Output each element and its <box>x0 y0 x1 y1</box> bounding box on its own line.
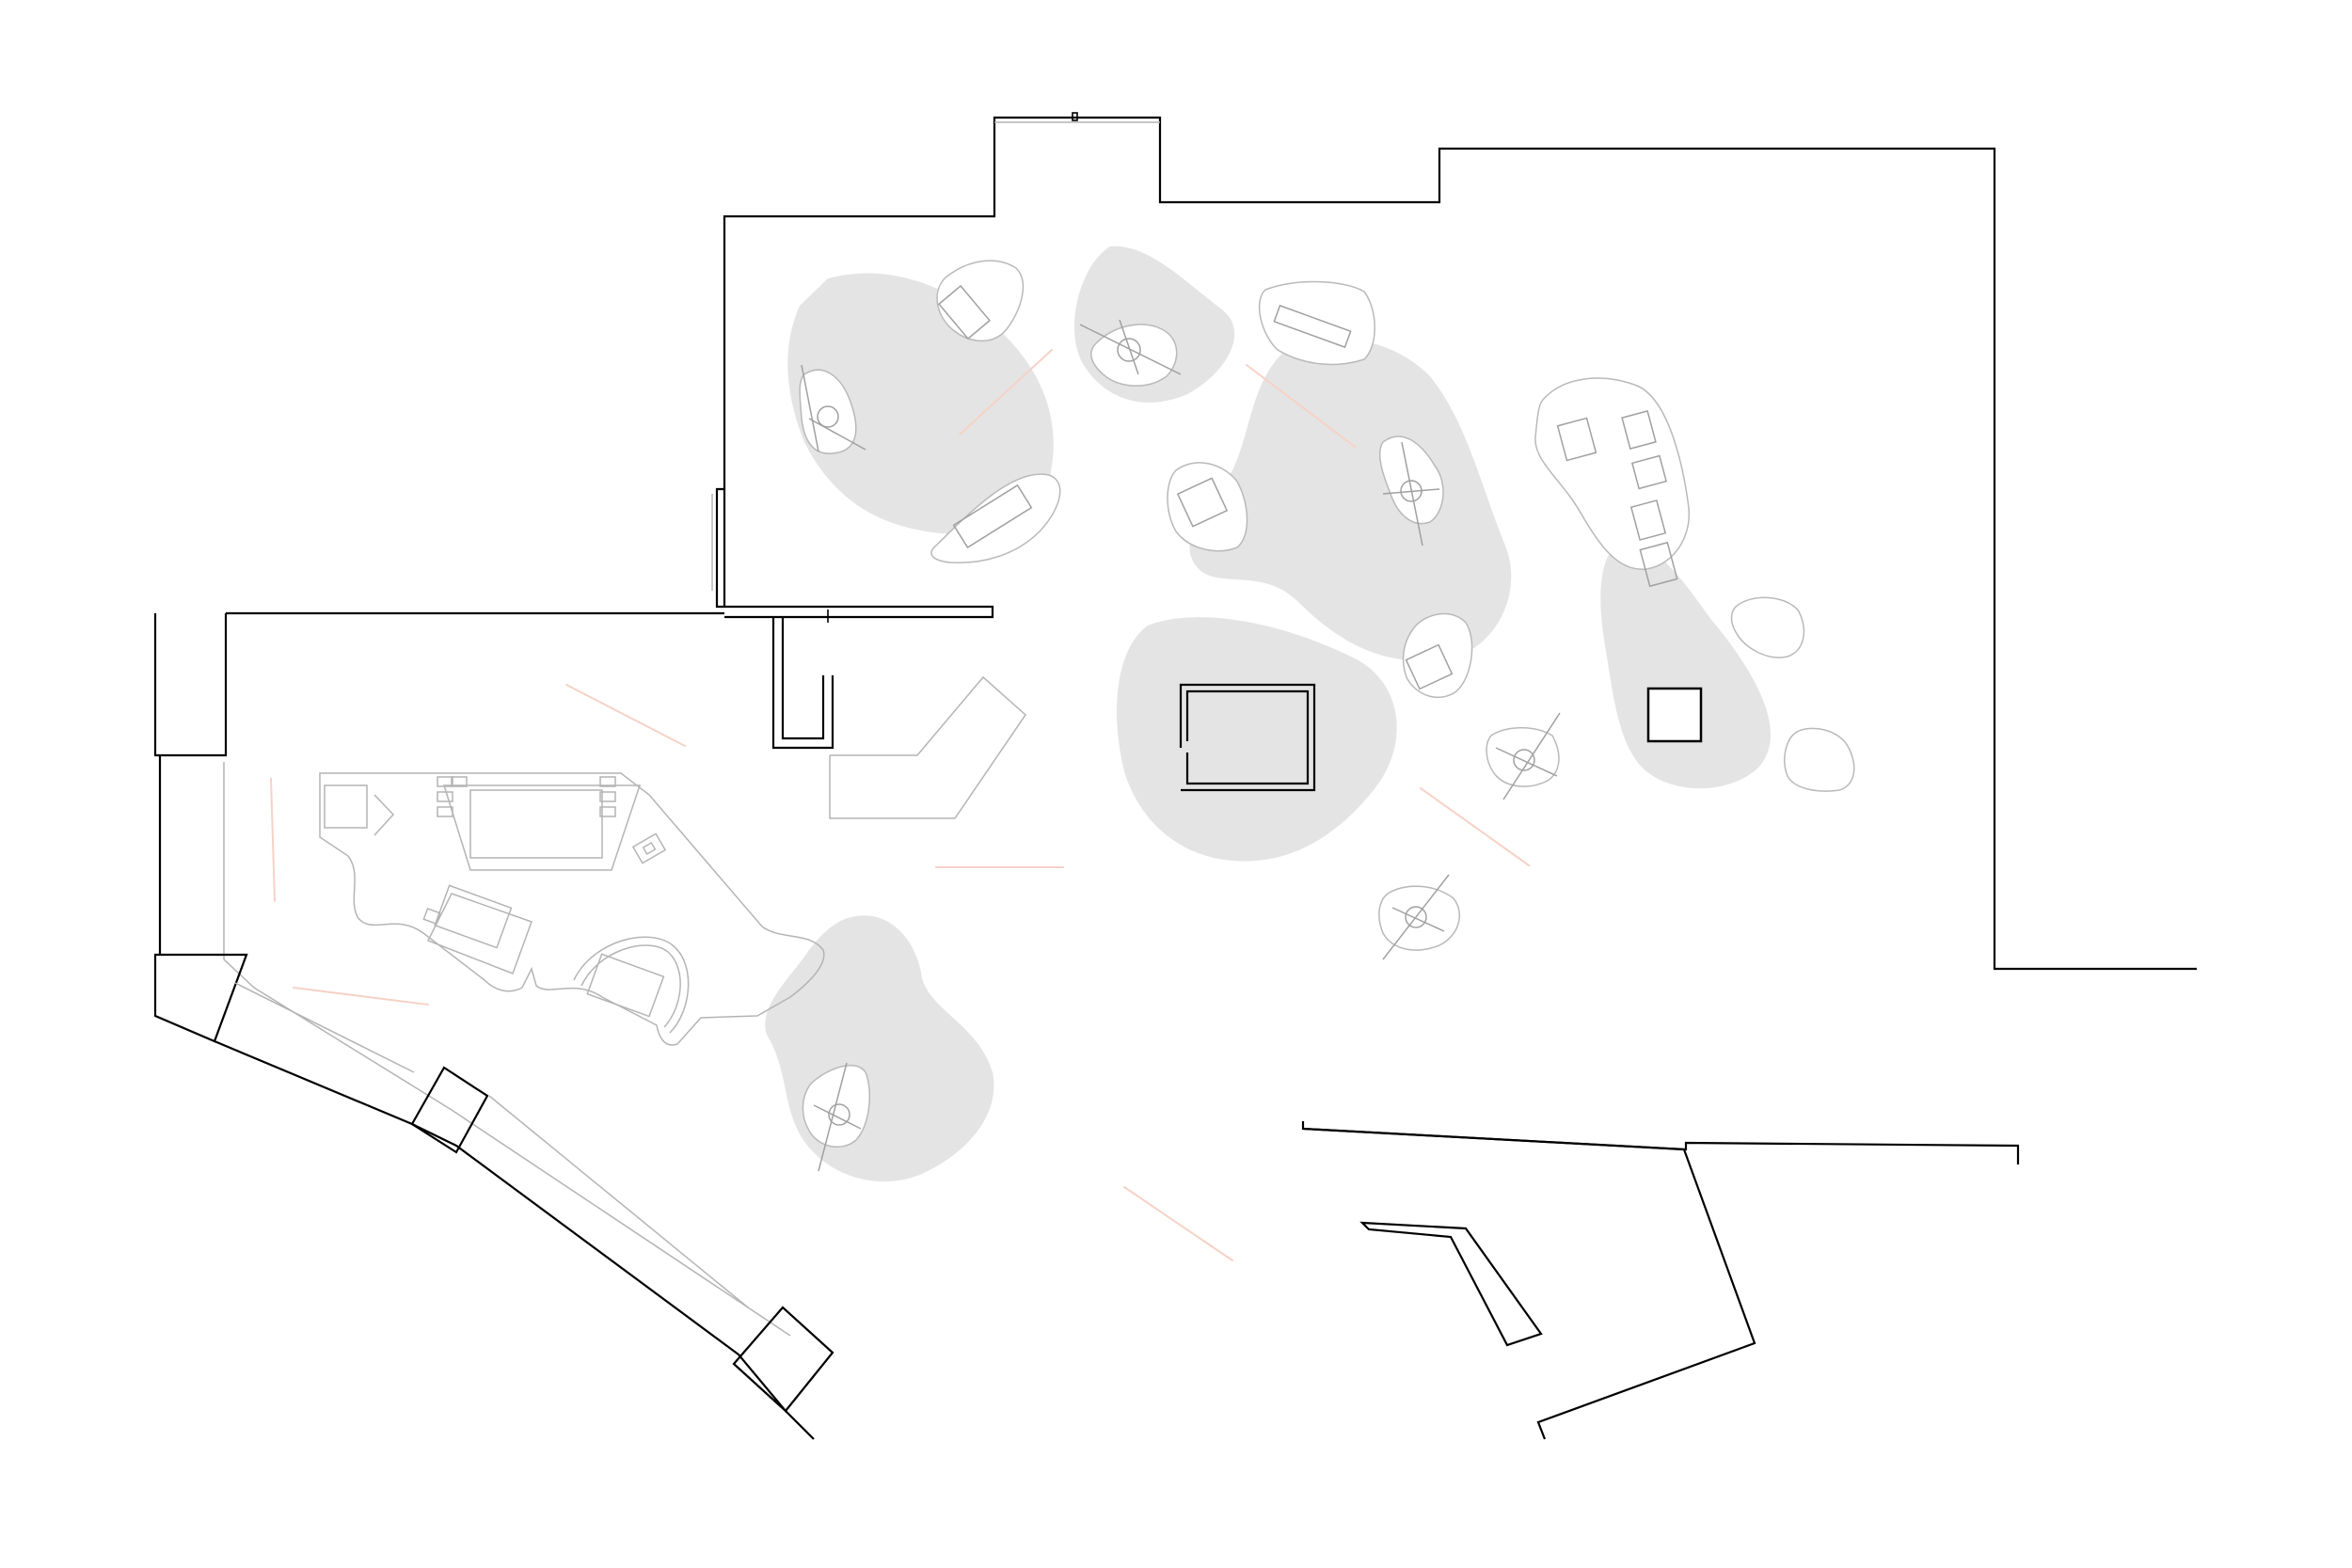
light-strip-group <box>270 349 1530 1261</box>
perimeter-wall <box>153 613 228 757</box>
partition-wall <box>771 617 834 750</box>
target-fixture <box>1079 319 1182 375</box>
central-box <box>1185 689 1310 785</box>
light-strip <box>1123 1186 1233 1261</box>
chevron-outline <box>373 794 395 836</box>
pillar <box>410 1066 489 1154</box>
light-strip <box>959 349 1053 436</box>
central-box <box>1179 683 1316 792</box>
wall-group <box>153 112 2197 1440</box>
display-case <box>1629 499 1667 541</box>
door-marker <box>1072 112 1078 121</box>
light-strip <box>1246 364 1356 448</box>
perimeter-wall <box>723 116 2197 971</box>
seat <box>437 776 453 787</box>
table-outline <box>442 784 642 871</box>
curved-desk <box>580 944 681 1028</box>
display-case <box>1630 454 1668 490</box>
display-case <box>1405 643 1454 690</box>
fixture-group <box>801 284 1678 1172</box>
angled-partition <box>1359 1221 1543 1347</box>
target-fixture <box>1382 874 1450 960</box>
display-case <box>938 284 991 341</box>
booth-outline <box>829 675 1026 819</box>
display-case <box>324 784 368 829</box>
pod-shape <box>799 369 857 454</box>
lower-wall <box>1301 1121 2020 1164</box>
seat <box>599 776 616 787</box>
lower-wall <box>1302 1127 1756 1440</box>
target-fixture <box>801 364 866 452</box>
partition-wall <box>781 617 825 740</box>
small-fixture <box>642 842 657 855</box>
small-fixture <box>422 908 441 925</box>
light-strip <box>270 778 276 902</box>
pod-shape <box>1378 885 1461 951</box>
display-case <box>1639 541 1678 588</box>
display-case <box>1556 417 1597 462</box>
seat <box>599 791 616 802</box>
pod-shape <box>1534 377 1691 570</box>
display-case <box>426 893 532 974</box>
furniture-group <box>223 675 1026 1337</box>
display-case <box>1621 410 1657 450</box>
small-fixture <box>631 832 667 864</box>
perimeter-wall <box>715 487 724 609</box>
corridor-inner-line <box>223 762 791 1337</box>
zone-lower-left <box>765 915 994 1182</box>
enclosure-group <box>1179 683 1703 792</box>
zone-center <box>1189 339 1512 661</box>
zone-right <box>1600 544 1771 789</box>
pod-shape <box>1730 596 1805 658</box>
target-fixture <box>1495 712 1561 800</box>
pod-shape <box>802 1064 871 1148</box>
window-line <box>234 982 415 1073</box>
screen-outline <box>469 789 603 859</box>
target-fixture <box>1382 441 1440 546</box>
display-case <box>1273 304 1352 349</box>
pillar <box>732 1306 834 1413</box>
display-case <box>952 483 1033 549</box>
light-strip <box>293 987 429 1006</box>
perimeter-wall <box>214 1039 815 1440</box>
display-case <box>1176 477 1229 528</box>
window-line <box>488 1095 749 1308</box>
display-case <box>586 953 665 1018</box>
counter-outline <box>319 772 825 1046</box>
curved-desk <box>573 936 690 1034</box>
zone-center-lower <box>1117 617 1397 862</box>
divider-wall <box>724 605 994 619</box>
right-square-box <box>1646 687 1703 743</box>
seat <box>599 806 616 817</box>
pod-shape <box>1486 727 1560 787</box>
light-strip <box>565 684 686 747</box>
light-strip <box>1420 787 1530 866</box>
seat <box>451 776 468 787</box>
pod-shape <box>936 260 1025 342</box>
seat <box>437 791 453 802</box>
pod-shape <box>1167 462 1248 552</box>
display-case <box>434 884 513 949</box>
pod-shape <box>1784 727 1855 792</box>
target-fixture <box>813 1062 862 1172</box>
pod-shape <box>1402 612 1473 699</box>
seat <box>437 806 453 817</box>
